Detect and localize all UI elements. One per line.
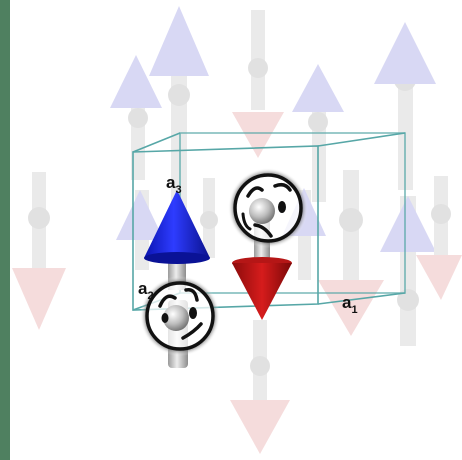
frustrated-face-icon (140, 276, 220, 368)
ghost-spin-up (149, 6, 209, 210)
a1-main: a (342, 293, 352, 312)
ghost-spin-up (110, 55, 162, 180)
ghost-spin-down (318, 170, 384, 336)
a2-main: a (138, 279, 148, 298)
ghost-spin-down (232, 10, 284, 158)
lattice-label-a1: a1 (342, 293, 358, 316)
ghost-spin-up (292, 64, 344, 202)
a3-sub: 3 (175, 184, 181, 196)
ghost-spin-down (200, 178, 218, 258)
a1-sub: 1 (351, 304, 357, 316)
ghost-spin-down (416, 176, 462, 300)
lattice-label-a3: a3 (166, 173, 182, 196)
a3-main: a (166, 173, 176, 192)
ghost-spin-up (116, 190, 164, 270)
lattice-label-a2: a2 (138, 279, 154, 302)
left-frame-bar (0, 0, 10, 460)
svg-text:a3: a3 (166, 173, 182, 196)
svg-text:a1: a1 (342, 293, 358, 316)
spin-up-blue (144, 190, 210, 290)
ghost-spin-down (230, 320, 290, 454)
svg-text:a2: a2 (138, 279, 154, 302)
ghost-spin-down (12, 172, 66, 330)
frustrated-face-icon (228, 168, 308, 248)
ghost-spin-up (380, 196, 436, 346)
a2-sub: 2 (147, 290, 153, 302)
